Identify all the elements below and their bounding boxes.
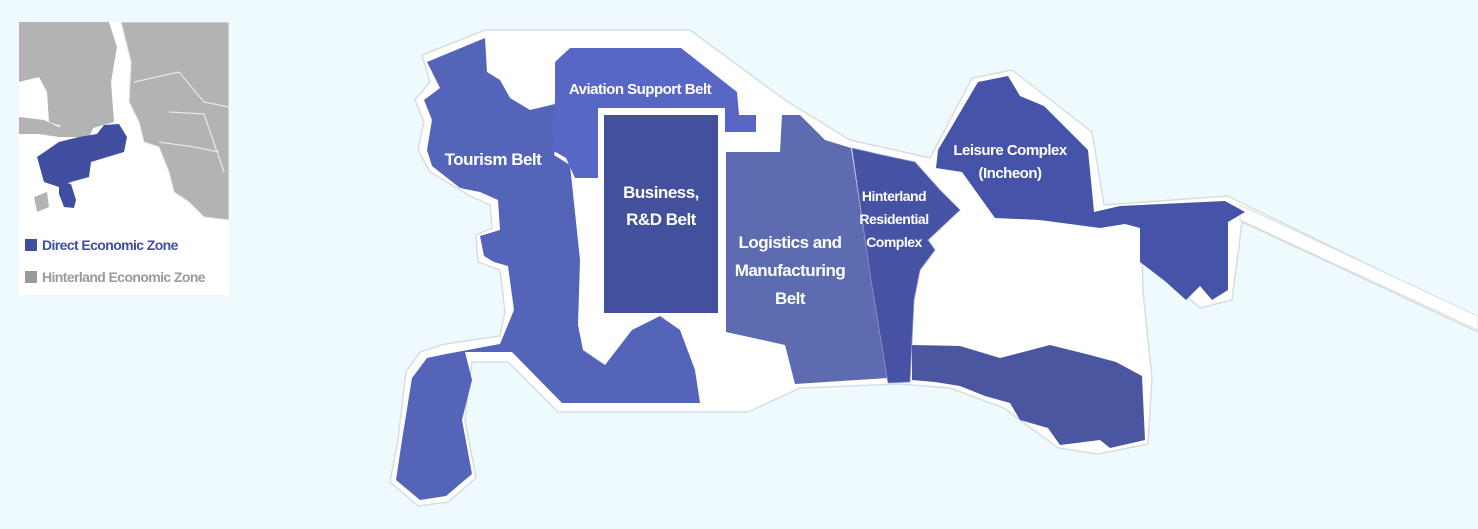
region-southeast-waterfront [912,345,1145,448]
legend-label: Hinterland Economic Zone [42,269,206,285]
direct-economic-zone-south [59,182,76,208]
legend-direct-economic-zone: Direct Economic Zone [25,237,178,253]
legend-label: Direct Economic Zone [42,237,178,253]
label-business-rd-belt-1: Business, [623,183,699,202]
region-hinterland-residential-complex[interactable] [851,147,961,384]
direct-economic-zone-shape [37,124,127,187]
label-leisure-2: (Incheon) [979,165,1042,182]
label-hinterland-2: Residential [859,211,928,227]
legend-swatch-gray [25,271,37,283]
hinterland-islands [19,117,94,137]
inset-locator-map: Direct Economic Zone Hinterland Economic… [19,21,230,295]
region-leisure-complex[interactable] [936,76,1245,300]
label-tourism-belt: Tourism Belt [445,150,542,169]
inset-map-graphic [19,21,230,221]
label-aviation-support-belt: Aviation Support Belt [569,81,712,98]
district-border [133,71,230,108]
region-tourism-belt[interactable] [396,38,700,500]
label-logistics-1: Logistics and [738,233,841,252]
hinterland-small-island [34,192,49,212]
region-logistics-manufacturing-belt[interactable] [726,115,888,384]
region-aviation-support-belt[interactable] [552,48,756,178]
district-border [168,111,225,173]
region-business-rd-belt[interactable] [604,115,718,313]
hinterland-zone-north [19,22,117,132]
legend-hinterland-economic-zone: Hinterland Economic Zone [25,269,206,285]
label-logistics-2: Manufacturing [735,261,846,280]
legend-swatch-blue [25,239,37,251]
district-border [158,141,220,153]
bridge [1239,204,1478,331]
label-leisure-1: Leisure Complex [953,142,1068,159]
label-logistics-3: Belt [775,289,806,308]
label-hinterland-3: Complex [866,234,922,250]
label-business-rd-belt-2: R&D Belt [626,210,697,229]
label-hinterland-1: Hinterland [862,188,926,204]
